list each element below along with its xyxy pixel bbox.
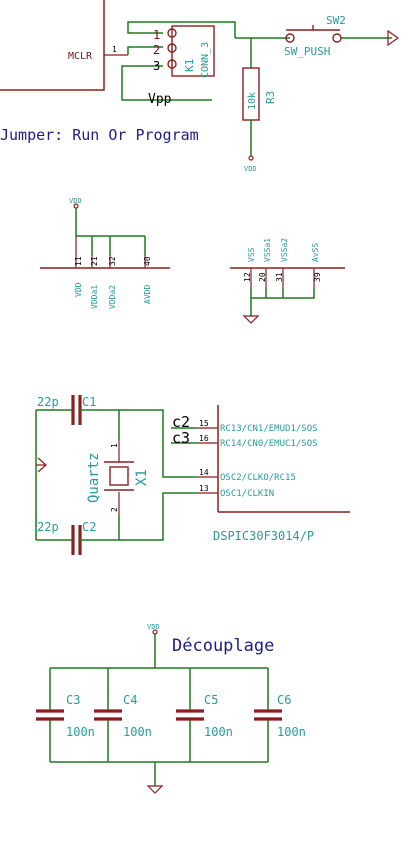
crystal-name: Quartz [86,452,102,503]
vss-pin-lines [250,268,315,288]
vpp-label: Vpp [148,92,172,107]
pin-vdda1-name: VDDa1 [90,285,99,309]
pin-vss-name: VSS [247,247,256,262]
pin-osc2-name: OSC2/CLKO/RC15 [220,473,296,483]
crystal-body [109,466,129,486]
ground-icon-pins [242,315,260,324]
pin-vdda2-name: VDDa2 [108,285,117,309]
vdd-label-r3: VDD [244,165,257,173]
pin-15-number: 15 [199,419,209,428]
wire-c1-to-osc2 [80,409,197,478]
connector-ref: K1 [183,59,196,72]
pin-rc13-name: RC13/CN1/EMUD1/SOS [220,424,318,434]
crystal-pin1-number: 1 [110,443,119,448]
connector-pin1-circle [167,28,177,38]
crystal-ref: X1 [134,469,150,486]
wire-net-stubs [171,427,197,444]
capacitor-c6-value: 100n [277,725,306,739]
pin-vssa2-name: VSSa2 [280,238,289,262]
vdd-pin-lines [75,236,146,268]
wire-vss-bus [250,288,315,299]
pin-40-number: 40 [143,256,152,266]
resistor-r3-value: 10k [247,92,258,110]
pin-20-number: 20 [258,272,267,282]
connector-pin2-circle [167,43,177,53]
net-label-c2: c2 [172,413,190,431]
connector-name: CONN_3 [200,42,211,78]
pin-vdd-name: VDD [74,282,83,297]
decoupling-title: Découplage [172,636,274,656]
pin-16-number: 16 [199,434,209,443]
decoupling-section: VDD Découplage C3 100n C4 100n C5 100n C… [36,623,306,794]
wire-c2-to-osc1 [80,492,197,541]
connector-pin3-label: 3 [153,59,160,73]
pin-avss-name: AvSS [311,243,320,262]
capacitor-c2-value: 22p [37,520,59,534]
resistor-r3-ref: R3 [264,91,277,104]
wire-vdd-drops [91,236,146,256]
mclr-section: MCLR 1 1 2 3 K1 CONN_3 SW2 SW_PUSH Vpp 1… [0,0,400,173]
pin-14-number: 14 [199,468,209,477]
wire-pin3-to-vpp [121,65,212,101]
oscillator-section: 22p C1 22p C2 1 2 Quartz X1 c2 c3 15 16 … [35,395,350,555]
connector-pin1-label: 1 [153,28,160,42]
connector-k1-body [171,25,215,77]
pin-13-number: 13 [199,484,209,493]
pin-rc14-name: RC14/CN0/EMUC1/SOS [220,439,318,449]
ground-arrow-icon [387,29,400,47]
chip-name: DSPIC30F3014/P [213,529,314,543]
wire-vdd-bus [75,208,145,237]
pin-32-number: 32 [108,256,117,266]
pin-osc1-name: OSC1/CLKIN [220,489,274,499]
vdd-power-icon [248,155,254,161]
pin-39-number: 39 [313,272,322,282]
capacitor-c5-ref: C5 [204,693,218,707]
capacitor-c6-ref: C6 [277,693,291,707]
capacitor-c3-ref: C3 [66,693,80,707]
pin-vssa1-name: VSSa1 [263,238,272,262]
ground-icon-osc [36,457,47,473]
pin-21-number: 21 [90,256,99,266]
switch-ref: SW2 [326,14,346,27]
net-label-c3: c3 [172,429,190,447]
switch-contact-left [285,33,295,43]
mcu-body-corner [0,0,105,91]
capacitor-c2-ref: C2 [82,520,96,534]
connector-pin3-circle [167,59,177,69]
capacitor-c3-value: 100n [66,725,95,739]
capacitor-c5-value: 100n [204,725,233,739]
connector-pin2-label: 2 [153,43,160,57]
mclr-pin-name: MCLR [68,51,93,62]
pin-31-number: 31 [275,272,284,282]
capacitor-c4-value: 100n [123,725,152,739]
switch-contact-right [332,33,342,43]
capacitor-c4-ref: C4 [123,693,137,707]
wire-pin1-to-node [127,21,236,38]
mclr-pin-number: 1 [112,45,117,54]
vdd-label-pins: VDD [69,197,82,205]
pin-11-number: 11 [74,256,83,266]
capacitor-c1-ref: C1 [82,395,96,409]
ground-icon-decoupling [146,785,164,794]
wire-mclr-to-pin2 [127,46,163,55]
vdd-label-decoupling: VDD [147,623,160,631]
switch-name: SW_PUSH [284,45,330,58]
capacitor-c1-value: 22p [37,395,59,409]
chip-pin-lines [197,427,218,494]
pin-12-number: 12 [243,272,252,282]
pin-avdd-name: AVDD [143,285,152,304]
jumper-note: Jumper: Run Or Program [0,126,199,144]
power-pins-section: VDD 11 21 32 40 VDD VDDa1 VDDa2 AVDD VSS… [40,197,345,324]
crystal-pin2-number: 2 [110,507,119,512]
